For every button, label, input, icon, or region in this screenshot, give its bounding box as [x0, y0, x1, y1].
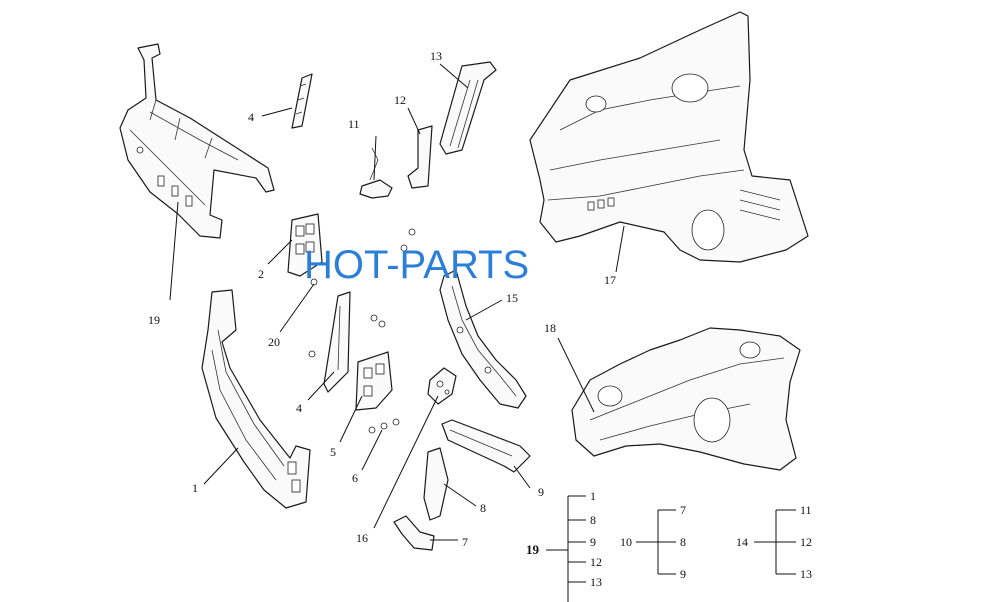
leader-lines [169, 63, 625, 541]
legend-14-child-12: 12 [800, 535, 812, 549]
part-5-plate [355, 351, 393, 411]
legend-19-child-12: 12 [590, 555, 602, 569]
part-7-bracket [393, 515, 435, 551]
callout-2: 2 [258, 267, 264, 281]
legend-tree-19: 19 1 8 9 12 13 [526, 489, 602, 602]
callout-5: 5 [330, 445, 336, 459]
callout-18: 18 [544, 321, 556, 335]
callout-4-mid: 4 [296, 401, 302, 415]
part-17-inner-fender [529, 11, 809, 263]
callout-15: 15 [506, 291, 518, 305]
legend-19-child-9: 9 [590, 535, 596, 549]
part-19-upper-frame [119, 43, 275, 239]
part-18-fender-assembly [571, 327, 801, 471]
part-12-bracket [407, 125, 433, 189]
watermark-text: HOT-PARTS [304, 243, 529, 287]
part-2-plate [287, 213, 323, 277]
callout-12: 12 [394, 93, 406, 107]
legend-19-child-8: 8 [590, 513, 596, 527]
callout-6: 6 [352, 471, 358, 485]
legend-19-child-13: 13 [590, 575, 602, 589]
callout-11: 11 [348, 117, 360, 131]
part-13-pillar [439, 61, 497, 155]
part-20-bolt [310, 278, 318, 286]
legend-10-child-8: 8 [680, 535, 686, 549]
part-11-bracket [359, 147, 393, 199]
assembly-legend: 19 1 8 9 12 13 10 7 8 9 14 [526, 489, 812, 602]
callout-13: 13 [430, 49, 442, 63]
fasteners-group [308, 228, 416, 434]
legend-14-child-13: 13 [800, 567, 812, 581]
callout-labels: 19 4 11 12 13 2 20 4 5 6 16 1 15 9 8 7 1… [148, 49, 616, 549]
callout-1: 1 [192, 481, 198, 495]
legend-10-child-7: 7 [680, 503, 686, 517]
callout-9: 9 [538, 485, 544, 499]
callout-8: 8 [480, 501, 486, 515]
legend-19-child-1: 1 [590, 489, 596, 503]
legend-10-parent: 10 [620, 535, 632, 549]
callout-19: 19 [148, 313, 160, 327]
part-4-small-bar [291, 73, 313, 129]
part-15-rail [439, 269, 527, 409]
callout-7: 7 [462, 535, 468, 549]
legend-tree-10: 10 7 8 9 [620, 503, 686, 581]
callout-16: 16 [356, 531, 368, 545]
part-16-plate [427, 367, 457, 405]
legend-14-parent: 14 [736, 535, 748, 549]
part-9-bracket [441, 419, 531, 473]
part-8-bracket [423, 447, 449, 521]
legend-19-parent: 19 [526, 542, 540, 557]
legend-14-child-11: 11 [800, 503, 812, 517]
legend-10-child-9: 9 [680, 567, 686, 581]
callout-20: 20 [268, 335, 280, 349]
legend-tree-14: 14 11 12 13 [736, 503, 812, 581]
callout-17: 17 [604, 273, 616, 287]
callout-4-top: 4 [248, 110, 254, 124]
part-4-long-bar [323, 291, 351, 393]
part-1-lower-support [201, 289, 311, 509]
